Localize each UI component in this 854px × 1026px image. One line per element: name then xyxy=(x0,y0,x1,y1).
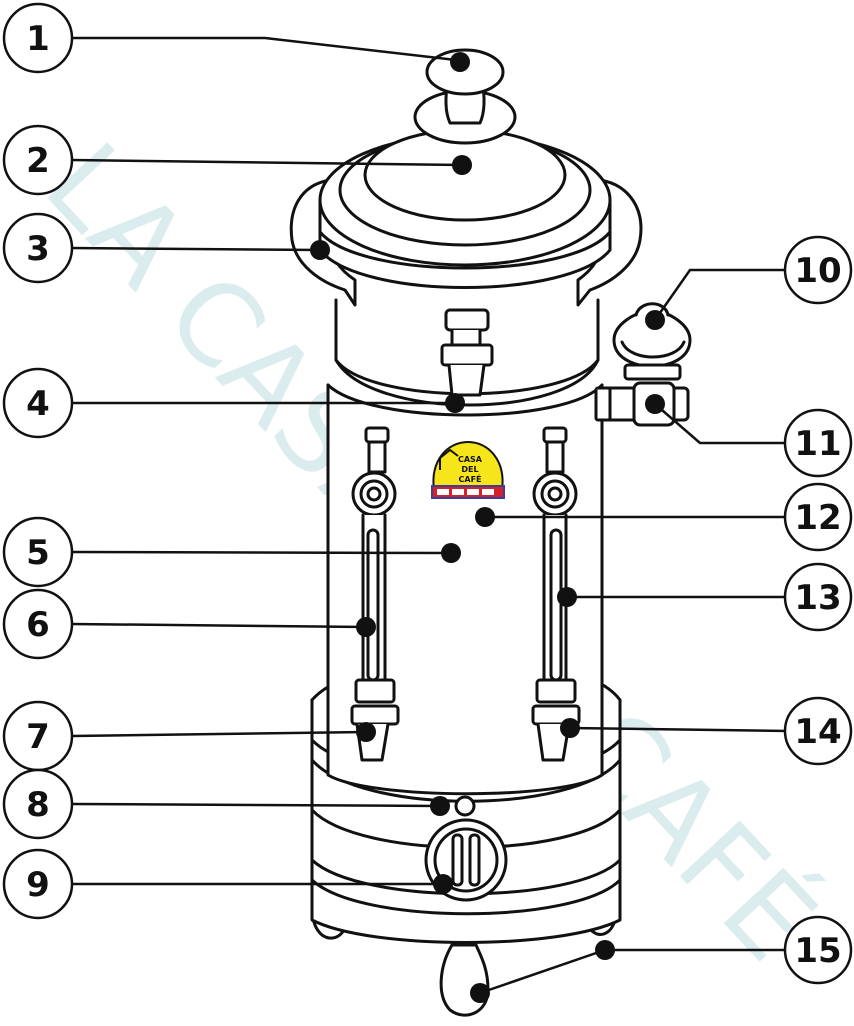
lid xyxy=(318,48,612,289)
left-sight-gauge xyxy=(350,426,400,762)
callout-1: 1 xyxy=(2,2,74,74)
side-valve xyxy=(594,302,692,427)
svg-text:6: 6 xyxy=(26,605,50,645)
callout-3: 3 xyxy=(2,212,74,284)
leader-lines xyxy=(71,36,789,995)
svg-text:7: 7 xyxy=(26,717,50,757)
svg-text:15: 15 xyxy=(794,931,841,971)
top-faucet xyxy=(440,308,494,397)
svg-text:2: 2 xyxy=(26,141,50,181)
callout-7: 7 xyxy=(2,700,74,772)
callout-15: 15 xyxy=(783,915,853,985)
callout-9: 9 xyxy=(2,848,74,920)
svg-text:1: 1 xyxy=(26,19,50,59)
callouts: 1 2 3 4 5 6 7 8 xyxy=(2,2,853,985)
svg-text:11: 11 xyxy=(794,424,841,464)
callout-8: 8 xyxy=(2,768,74,840)
logo-line1: CASA xyxy=(458,455,483,464)
callout-4: 4 xyxy=(2,367,74,439)
svg-text:10: 10 xyxy=(794,251,841,291)
svg-text:3: 3 xyxy=(26,229,50,269)
svg-text:12: 12 xyxy=(794,498,841,538)
callout-5: 5 xyxy=(2,516,74,588)
svg-text:4: 4 xyxy=(26,384,50,424)
right-sight-gauge xyxy=(531,426,581,762)
callout-10: 10 xyxy=(783,235,853,305)
svg-text:13: 13 xyxy=(794,578,841,618)
svg-text:5: 5 xyxy=(26,533,50,573)
callout-11: 11 xyxy=(783,408,853,478)
callout-2: 2 xyxy=(2,124,74,196)
casa-del-cafe-logo: CASA DEL CAFÉ xyxy=(431,440,505,499)
callout-14: 14 xyxy=(783,696,853,766)
svg-text:14: 14 xyxy=(794,712,841,752)
logo-line2: DEL xyxy=(461,465,478,474)
callout-13: 13 xyxy=(783,562,853,632)
svg-text:9: 9 xyxy=(26,865,50,905)
callout-12: 12 xyxy=(783,482,853,552)
logo-line3: CAFÉ xyxy=(459,473,482,484)
callout-6: 6 xyxy=(2,588,74,660)
callout-dots xyxy=(310,52,665,1003)
svg-text:8: 8 xyxy=(26,785,50,825)
